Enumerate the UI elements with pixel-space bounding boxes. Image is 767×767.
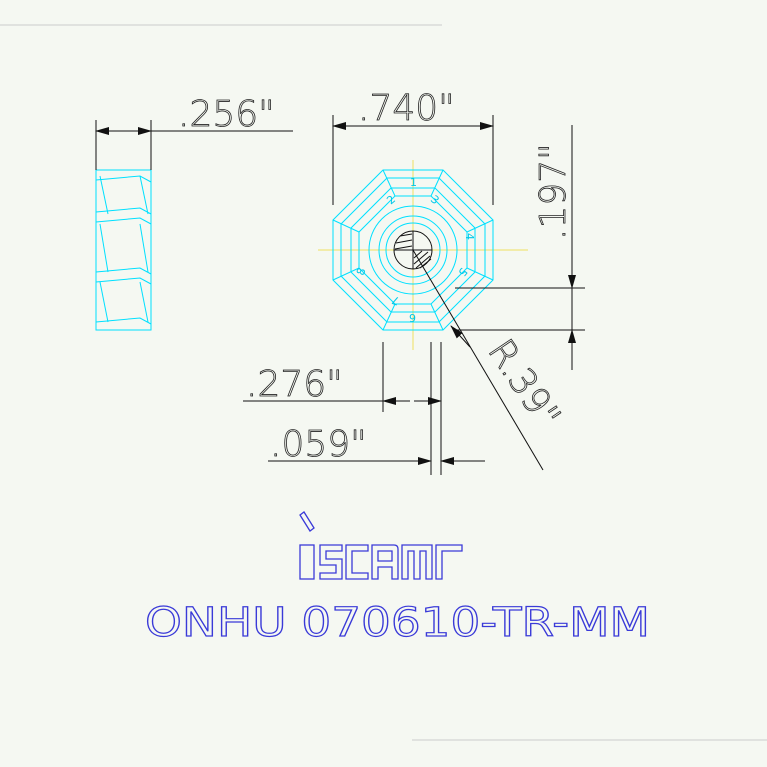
dimension-thickness: .256" (95, 94, 293, 170)
dimension-thickness-label: .256" (178, 94, 275, 135)
index-number: 7 (390, 293, 401, 308)
insert-side-view (95, 169, 152, 331)
index-number: 4 (463, 233, 476, 240)
dimension-height-label: .197" (533, 143, 574, 240)
part-number: ONHU 070610-TR-MM (145, 600, 650, 646)
dimension-height: .197" (455, 125, 585, 370)
index-number: 6 (409, 311, 416, 324)
iscar-logo (299, 511, 463, 580)
index-number: 8 (354, 266, 369, 277)
index-number: 1 (410, 176, 417, 189)
dimension-width: .740" (332, 88, 494, 205)
dimension-offset-b: .059" (268, 342, 485, 475)
sheet-border (0, 24, 767, 741)
dimension-width-label: .740" (358, 88, 455, 129)
dimension-radius-label: R.39" (480, 332, 569, 436)
dimension-offset-b-label: .059" (270, 424, 367, 465)
dimension-offset-a: .276" (243, 342, 442, 475)
dimension-offset-a-label: .276" (246, 364, 343, 405)
insert-top-view (318, 160, 528, 350)
